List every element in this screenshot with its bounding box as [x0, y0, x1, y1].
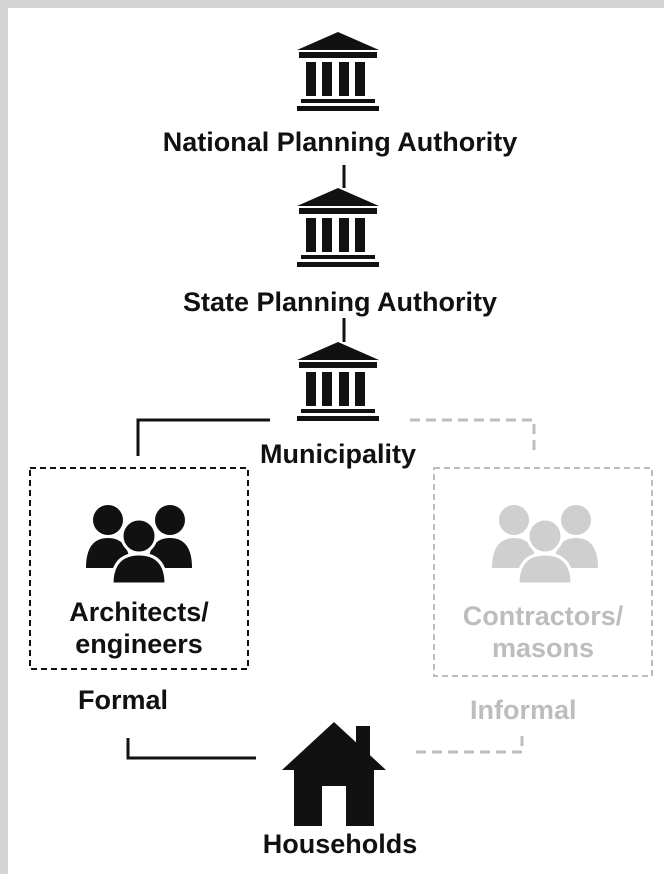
informal-channel-label: Informal [470, 695, 577, 725]
contractors-masons-label: Contractors/masons [434, 600, 652, 665]
architects-label-text: Architects/engineers [69, 597, 209, 660]
people-group-icon [86, 505, 192, 586]
connector-municipality-contractors [410, 418, 536, 452]
house-icon [282, 722, 386, 826]
contractors-label-text: Contractors/masons [462, 601, 624, 664]
connector-informal-households [410, 736, 524, 754]
state-planning-authority-label: State Planning Authority [182, 287, 497, 317]
people-group-icon [492, 505, 598, 586]
connector-layer [29, 165, 653, 760]
connector-formal-households [126, 738, 256, 760]
connector-municipality-architects [136, 418, 270, 456]
government-building-icon [297, 188, 379, 267]
households-label: Households [262, 829, 418, 859]
government-building-icon [297, 32, 379, 111]
municipality-label: Municipality [259, 439, 416, 469]
government-building-icon [297, 342, 379, 421]
architects-engineers-label: Architects/engineers [30, 596, 248, 661]
national-planning-authority-label: National Planning Authority [162, 127, 518, 157]
contractors-box [433, 467, 653, 677]
formal-channel-label: Formal [78, 685, 169, 715]
